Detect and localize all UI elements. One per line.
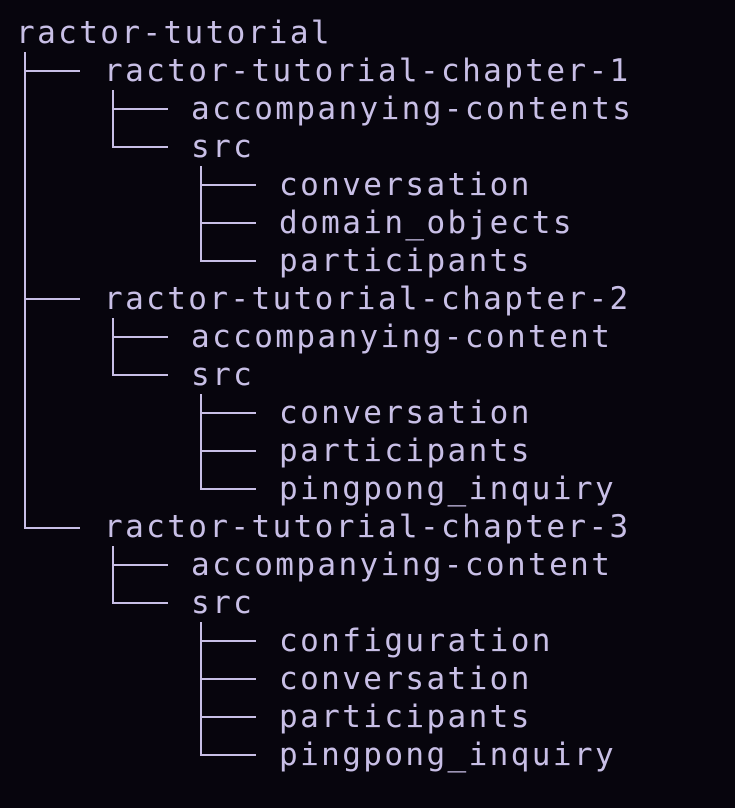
tree-connector-chapter-3-src-trunk xyxy=(200,622,202,756)
tree-connector-chapter-1-accompanying xyxy=(112,108,168,110)
tree-connector-chapter-1-src-item-2 xyxy=(200,222,256,224)
tree-item-chapter-1: ractor-tutorial-chapter-1 xyxy=(104,53,631,89)
tree-item-chapter-2-src-item-3: pingpong_inquiry xyxy=(279,471,617,507)
tree-connector-chapter-1-src xyxy=(112,146,168,148)
tree-item-chapter-3-src: src xyxy=(191,585,255,621)
tree-connector-chapter-1-src-item-1 xyxy=(200,184,256,186)
tree-item-chapter-1-src-item-3: participants xyxy=(279,243,532,279)
tree-connector-chapter-2-accompanying xyxy=(112,336,168,338)
tree-connector-chapter-3-trunk xyxy=(112,546,114,603)
tree-connector-chapter-2-src-item-2 xyxy=(200,450,256,452)
tree-item-chapter-3-src-item-4: pingpong_inquiry xyxy=(279,737,617,773)
tree-connector-chapter-2-src-item-3 xyxy=(200,488,256,490)
tree-connector-root-trunk xyxy=(24,52,26,529)
tree-connector-chapter-3 xyxy=(24,527,80,529)
tree-item-chapter-2-src-item-2: participants xyxy=(279,433,532,469)
tree-item-chapter-2: ractor-tutorial-chapter-2 xyxy=(104,281,631,317)
tree-item-chapter-1-src-item-2: domain_objects xyxy=(279,205,574,241)
tree-connector-chapter-3-src-item-4 xyxy=(200,754,256,756)
tree-item-chapter-1-src-item-1: conversation xyxy=(279,167,532,203)
tree-connector-chapter-3-src xyxy=(112,602,168,604)
tree-item-chapter-2-src-item-1: conversation xyxy=(279,395,532,431)
tree-item-chapter-3-src-item-2: conversation xyxy=(279,661,532,697)
tree-connector-chapter-2-src-trunk xyxy=(200,394,202,490)
tree-item-chapter-3-src-item-3: participants xyxy=(279,699,532,735)
tree-connector-chapter-2-src-item-1 xyxy=(200,412,256,414)
tree-connector-chapter-3-accompanying xyxy=(112,564,168,566)
tree-connector-chapter-2-src xyxy=(112,374,168,376)
tree-connector-chapter-3-src-item-3 xyxy=(200,716,256,718)
tree-connector-chapter-2-trunk xyxy=(112,318,114,375)
tree-connector-chapter-2 xyxy=(24,298,80,300)
tree-item-chapter-3: ractor-tutorial-chapter-3 xyxy=(104,509,631,545)
tree-item-chapter-3-accompanying: accompanying-content xyxy=(191,547,613,583)
tree-connector-chapter-1-src-trunk xyxy=(200,166,202,262)
tree-item-chapter-3-src-item-1: configuration xyxy=(279,623,553,659)
tree-item-chapter-2-src: src xyxy=(191,357,255,393)
tree-item-chapter-1-src: src xyxy=(191,129,255,165)
tree-connector-chapter-1 xyxy=(24,70,80,72)
tree-connector-chapter-1-src-item-3 xyxy=(200,260,256,262)
tree-connector-chapter-1-trunk xyxy=(112,90,114,147)
tree-root: ractor-tutorial xyxy=(16,15,332,51)
tree-connector-chapter-3-src-item-1 xyxy=(200,640,256,642)
tree-item-chapter-2-accompanying: accompanying-content xyxy=(191,319,613,355)
tree-item-chapter-1-accompanying: accompanying-contents xyxy=(191,91,634,127)
tree-connector-chapter-3-src-item-2 xyxy=(200,678,256,680)
